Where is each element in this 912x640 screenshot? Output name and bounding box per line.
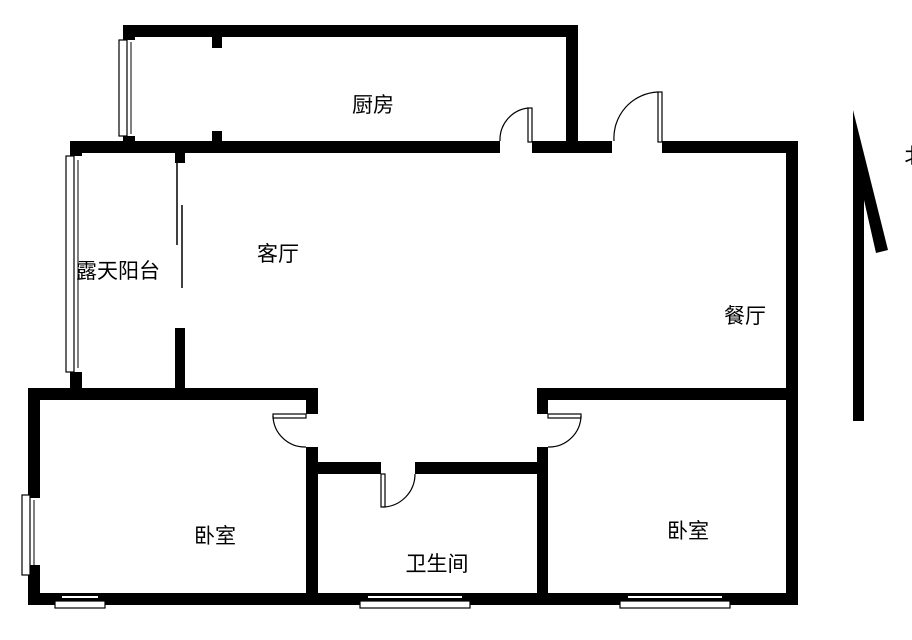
compass-label: 北 [905, 140, 912, 170]
room-label-bedroom-left: 卧室 [194, 524, 236, 548]
room-label-bathroom: 卫生间 [405, 552, 469, 576]
doors [176, 91, 663, 508]
windows [21, 39, 731, 609]
room-label-kitchen: 厨房 [352, 93, 394, 117]
room-label-dining-room: 餐厅 [724, 304, 766, 328]
room-label-balcony: 露天阳台 [76, 259, 160, 283]
room-label-bedroom-right: 卧室 [667, 519, 709, 543]
north-arrow-icon [853, 110, 888, 421]
room-label-living-room: 客厅 [257, 242, 299, 266]
walls [28, 25, 798, 605]
